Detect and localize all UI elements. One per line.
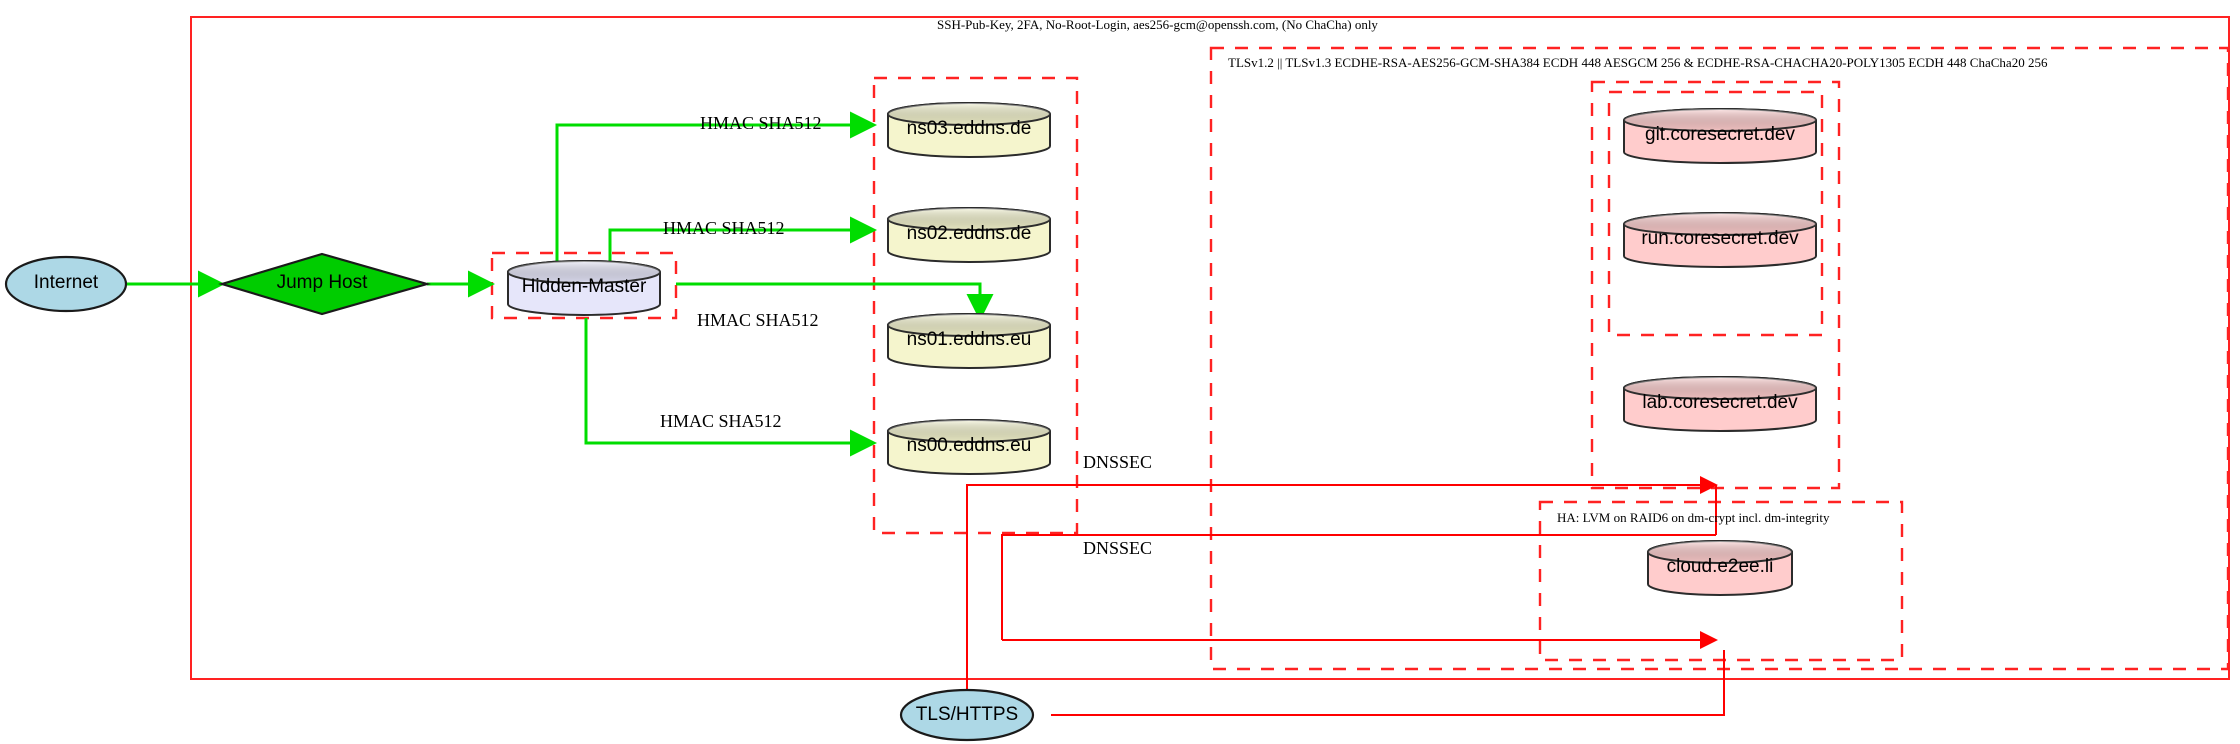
node-ns03-shape[interactable]: [887, 102, 1051, 158]
edge-hiddenmaster-to-ns02: [608, 216, 877, 268]
node-cloud-shape[interactable]: [1647, 540, 1793, 596]
node-hidden-master-shape[interactable]: [507, 260, 661, 316]
node-run-shape[interactable]: [1623, 212, 1817, 268]
dns-zone-box: [872, 76, 1079, 535]
ssh-boundary-box: [190, 16, 2230, 680]
node-cloud-label: cloud.e2ee.li: [1666, 556, 1774, 577]
edge-label-hmac-ns01: HMAC SHA512: [697, 310, 819, 330]
tls-boundary-label: TLSv1.2 || TLSv1.3 ECDHE-RSA-AES256-GCM-…: [1228, 55, 2048, 70]
ha-group-box: [1538, 500, 1904, 662]
node-jumphost-label: Jump Host: [276, 272, 368, 293]
ha-group-label: HA: LVM on RAID6 on dm-crypt incl. dm-in…: [1557, 510, 1830, 525]
node-ns00-label: ns00.eddns.eu: [906, 435, 1032, 456]
node-run-label: run.coresecret.dev: [1641, 228, 1799, 249]
node-ns02-label: ns02.eddns.de: [906, 223, 1032, 244]
edge-label-hmac-ns02: HMAC SHA512: [663, 218, 785, 238]
node-internet-shape[interactable]: [4, 255, 128, 313]
node-hidden-master-label: Hidden-Master: [521, 276, 647, 297]
coresecret-inner-box: [1607, 90, 1824, 337]
node-git-shape[interactable]: [1623, 108, 1817, 164]
edge-hiddenmaster-to-ns00: [584, 318, 877, 457]
edge-tlshttps-riser-upper: [1001, 534, 1716, 640]
node-internet-label: Internet: [33, 272, 99, 293]
ssh-boundary-label: SSH-Pub-Key, 2FA, No-Root-Login, aes256-…: [937, 17, 1378, 32]
edge-label-hmac-ns03: HMAC SHA512: [700, 113, 822, 133]
edge-hiddenmaster-to-ns01: [676, 282, 994, 321]
tls-boundary-box: [1209, 46, 2230, 671]
node-tlshttps-label: TLS/HTTPS: [915, 704, 1019, 725]
edge-tlshttps-right: [1051, 650, 1725, 716]
edge-label-dnssec-upper: DNSSEC: [1083, 452, 1153, 472]
node-git-label: git.coresecret.dev: [1645, 124, 1795, 145]
node-tlshttps-shape[interactable]: [899, 688, 1035, 742]
node-jumphost-shape[interactable]: [218, 252, 432, 316]
edge-hiddenmaster-to-ns03: [555, 111, 877, 268]
edge-label-dnssec-lower: DNSSEC: [1083, 538, 1153, 558]
edge-label-hmac-ns00: HMAC SHA512: [660, 411, 782, 431]
node-ns01-shape[interactable]: [887, 313, 1051, 369]
node-lab-shape[interactable]: [1623, 376, 1817, 432]
node-ns00-shape[interactable]: [887, 419, 1051, 475]
node-ns01-label: ns01.eddns.eu: [906, 329, 1032, 350]
node-ns02-shape[interactable]: [887, 207, 1051, 263]
node-ns03-label: ns03.eddns.de: [906, 118, 1032, 139]
edge-tlshttps-to-coresecret: [966, 476, 1718, 715]
node-lab-label: lab.coresecret.dev: [1642, 392, 1798, 413]
